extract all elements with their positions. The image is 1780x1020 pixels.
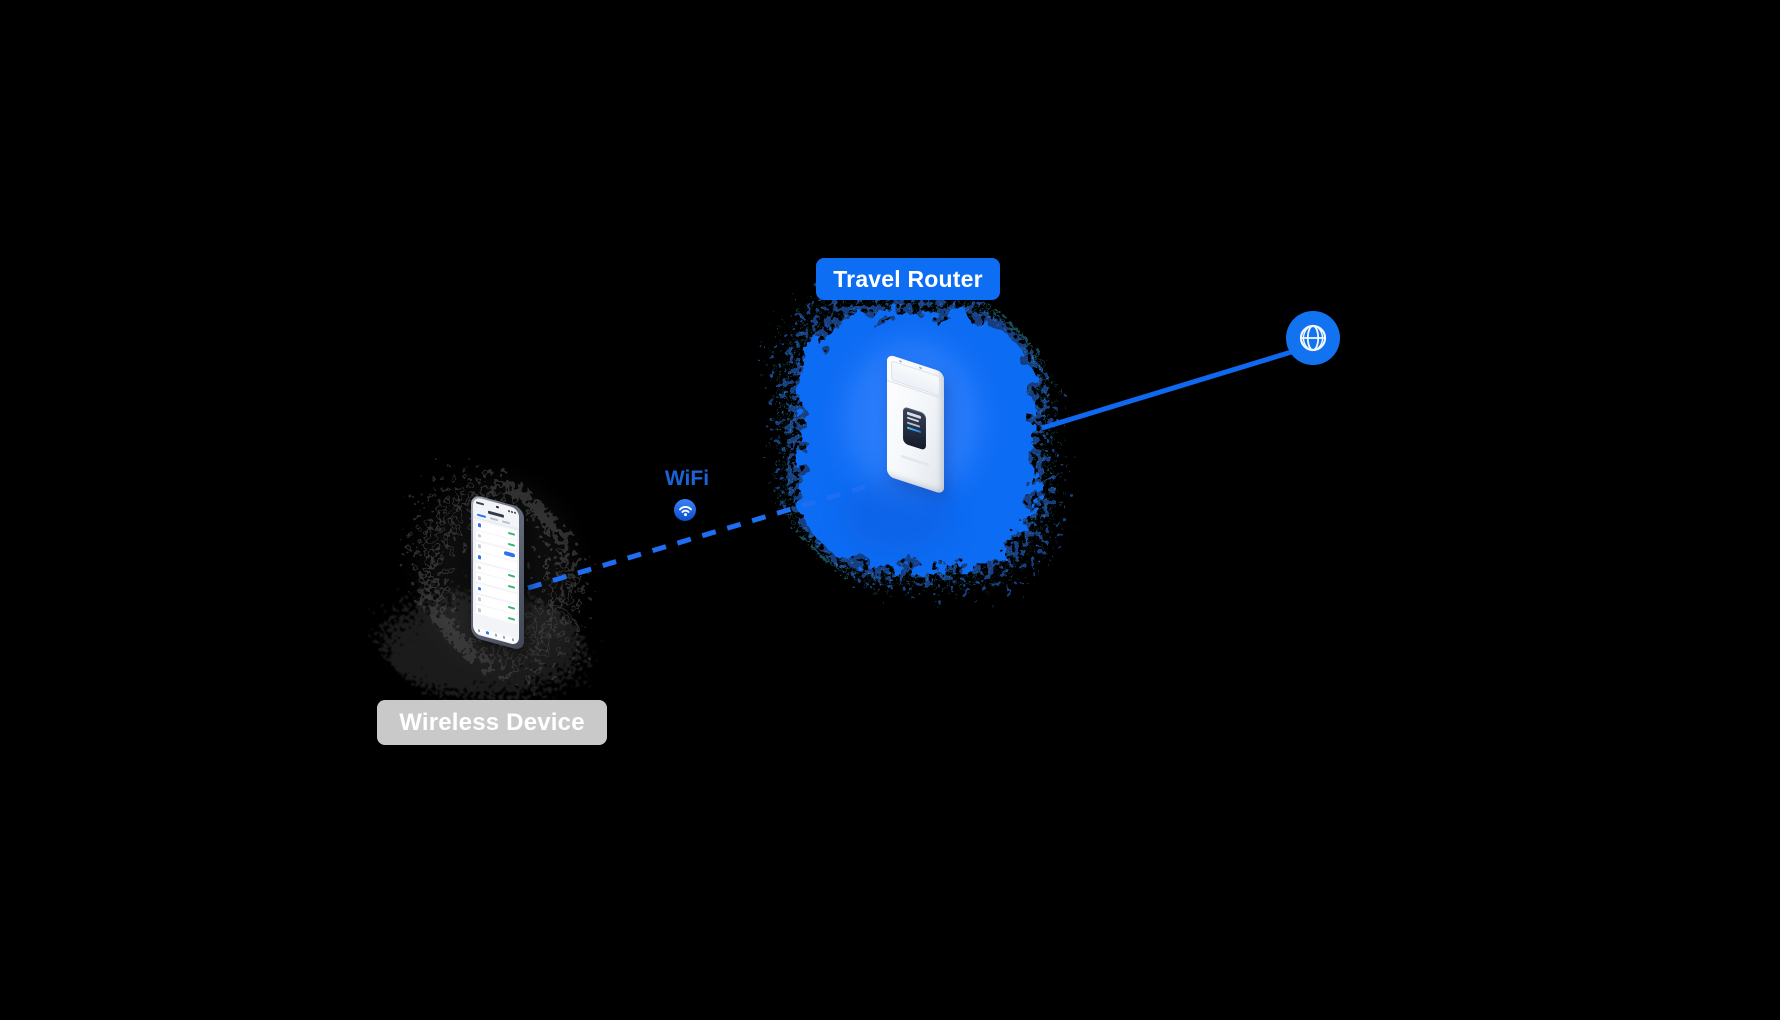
wifi-icon — [678, 505, 692, 516]
phone-camera-icon — [496, 505, 499, 509]
smartphone-device — [471, 494, 524, 652]
wifi-dashed-link — [527, 480, 879, 591]
travel-router-label-text: Travel Router — [833, 265, 983, 292]
phone-clock — [476, 501, 484, 506]
globe-icon — [1299, 324, 1327, 352]
phone-status-icons — [507, 509, 516, 515]
wifi-badge — [674, 499, 696, 521]
router-brand-mark — [901, 454, 929, 467]
internet-uplink-line — [1041, 347, 1299, 431]
phone-list — [473, 517, 519, 625]
wireless-device-glow — [383, 482, 583, 697]
wifi-link-label: WiFi — [664, 467, 710, 490]
travel-router-label: Travel Router — [816, 258, 1000, 300]
wireless-device-label-text: Wireless Device — [399, 708, 585, 736]
travel-router-device — [887, 354, 944, 495]
router-led-panel — [903, 406, 926, 451]
smartphone-screen — [473, 496, 519, 646]
wireless-device-label: Wireless Device — [377, 700, 607, 745]
internet-node — [1286, 311, 1340, 365]
